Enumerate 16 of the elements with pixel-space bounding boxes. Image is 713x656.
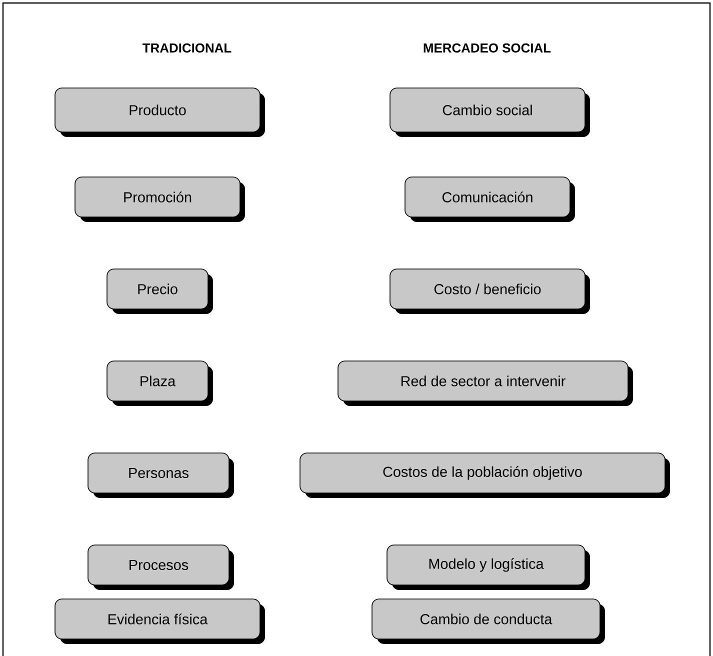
rounded-box: Precio: [106, 268, 213, 314]
rounded-box: Cambio de conducta: [372, 598, 605, 644]
rounded-box: Comunicación: [404, 176, 575, 222]
column-heading: TRADICIONAL: [142, 43, 232, 53]
rounded-box: Evidencia física: [54, 598, 265, 644]
rounded-box: Procesos: [88, 544, 234, 590]
rounded-box: Producto: [54, 88, 265, 137]
rounded-box: Modelo y logística: [386, 544, 590, 590]
rounded-box: Promoción: [74, 176, 245, 222]
column-heading: MERCADEO SOCIAL: [424, 43, 551, 53]
rounded-box: Cambio social: [390, 88, 590, 137]
rounded-box: Red de sector a intervenir: [338, 360, 633, 406]
rounded-box: Costo / beneficio: [390, 268, 590, 314]
rounded-box: Personas: [88, 452, 234, 498]
rounded-box: Costos de la población objetivo: [300, 452, 670, 498]
rounded-box: Plaza: [106, 360, 213, 406]
